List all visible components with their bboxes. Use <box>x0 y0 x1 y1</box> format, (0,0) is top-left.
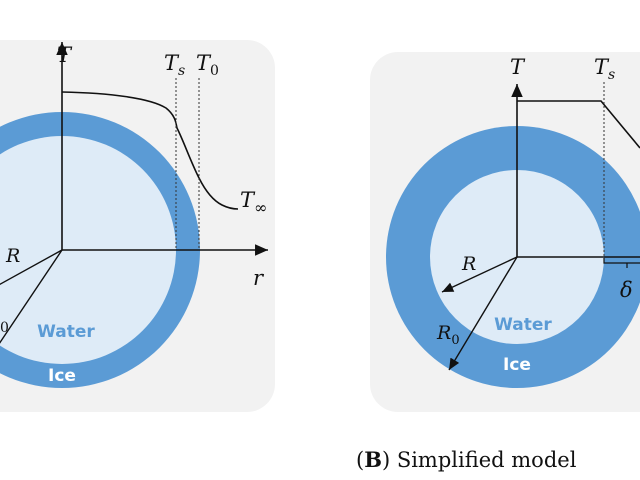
panel-b-r-label: R <box>461 253 476 275</box>
panel-a-axis-t-label: T <box>57 43 73 67</box>
panel-b-caption: (B) Simplified model <box>356 447 577 472</box>
panel-b-r0-label: R0 <box>436 322 460 348</box>
panel-b-delta-bracket <box>603 258 640 264</box>
panel-b-radius-r0-arrow <box>448 256 518 371</box>
panel-a-temperature-profile <box>61 91 239 210</box>
panel-a-r-label: R <box>5 245 20 267</box>
panel-b-water-label: Water <box>494 315 552 335</box>
panel-b-ice-label: Ice <box>503 355 531 375</box>
panel-a-t0-label: T0 <box>196 51 219 79</box>
panel-a: T r Ts T0 T∞ R 0 Water Ice <box>0 40 275 412</box>
panel-a-r0-partial-label: 0 <box>0 320 9 336</box>
panel-a-ice-label: Ice <box>48 366 76 386</box>
panel-a-radius-r-line <box>0 249 63 286</box>
panel-b-delta-label: δ <box>620 278 633 302</box>
panel-b: T Ts R R0 δ Water Ice (B) Simplified mod… <box>356 52 640 472</box>
panel-a-water-label: Water <box>37 322 95 342</box>
panel-b-temperature-profile <box>517 100 640 149</box>
panel-a-ts-label: Ts <box>164 51 185 79</box>
panel-a-axis-r-label: r <box>253 266 265 290</box>
panel-a-tinf-label: T∞ <box>240 188 267 217</box>
panel-a-radius-r0-line <box>0 249 63 344</box>
panel-b-ts-label: Ts <box>594 55 615 83</box>
panel-b-radius-r-arrow <box>441 256 518 293</box>
panel-b-axis-t-label: T <box>510 55 526 79</box>
